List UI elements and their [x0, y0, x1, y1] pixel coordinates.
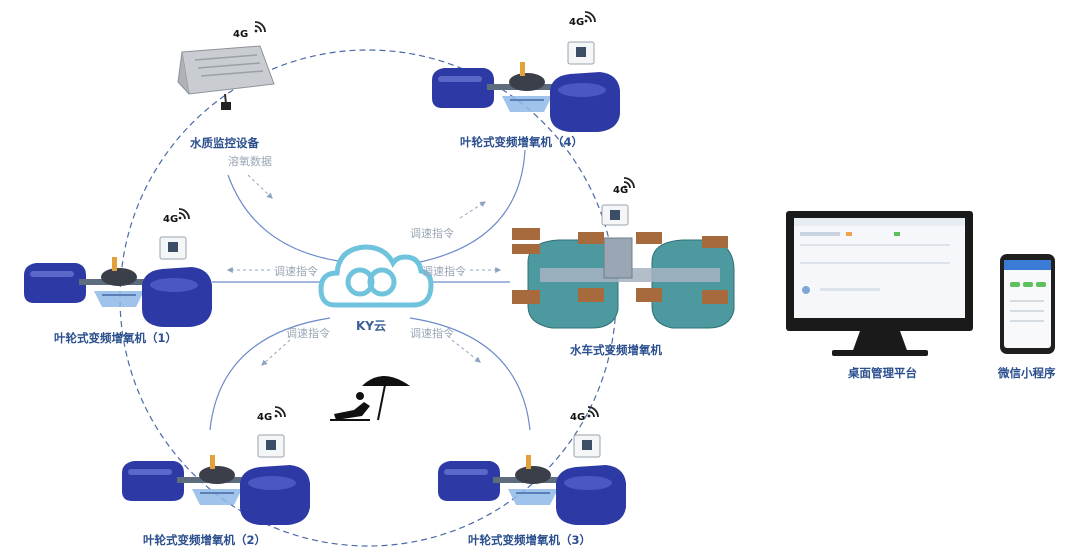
- aerator-1-device: [23, 208, 213, 328]
- leisure-icon: [330, 376, 410, 421]
- arrow-speed-aerator3: [451, 339, 481, 363]
- link-cloud-aerator3: [409, 317, 531, 431]
- waterwheel-label: 水车式变频增氧机: [570, 343, 662, 357]
- monitor-label: 水质监控设备: [190, 136, 259, 150]
- wifi-icon: [586, 406, 599, 419]
- aerator-1-label: 叶轮式变频增氧机（1）: [54, 331, 178, 345]
- aerator-4-label: 叶轮式变频增氧机（4）: [460, 135, 584, 149]
- desktop-label: 桌面管理平台: [848, 366, 917, 380]
- aerator-2-device: [121, 406, 311, 526]
- phone-icon: [1000, 254, 1055, 354]
- link-cloud-aerator4: [419, 149, 526, 263]
- cloud-label: KY云: [356, 319, 386, 333]
- aerator-4-device: [431, 11, 621, 133]
- wifi-icon: [583, 11, 596, 24]
- desktop-monitor-icon: [786, 211, 973, 356]
- signal-badge: 4G: [613, 185, 628, 196]
- aerator-2-label: 叶轮式变频增氧机（2）: [143, 533, 267, 547]
- wifi-icon: [273, 406, 286, 419]
- aerator-3-device: [437, 406, 627, 526]
- mini-program-label: 微信小程序: [998, 366, 1056, 380]
- wifi-icon: [253, 21, 266, 34]
- signal-badge: 4G: [570, 412, 585, 423]
- edge-label-oxygen-data: 溶氧数据: [228, 155, 272, 168]
- signal-badge: 4G: [257, 412, 272, 423]
- arrow-speed-aerator2: [261, 339, 291, 366]
- wifi-icon: [177, 208, 190, 221]
- water-monitor-device: [177, 21, 275, 110]
- signal-badge: 4G: [163, 214, 178, 225]
- edge-label-speed-aerator4: 调速指令: [410, 227, 454, 240]
- edge-label-speed-aerator2: 调速指令: [286, 327, 330, 340]
- waterwheel-aerator-device: [512, 177, 735, 329]
- edge-label-speed-aerator3: 调速指令: [410, 327, 454, 340]
- ky-cloud-icon: [318, 244, 434, 308]
- signal-badge: 4G: [569, 17, 584, 28]
- link-cloud-aerator2: [209, 317, 331, 431]
- aerator-3-label: 叶轮式变频增氧机（3）: [468, 533, 592, 547]
- arrow-oxygen-data: [247, 174, 273, 199]
- signal-badge: 4G: [233, 29, 248, 40]
- edge-label-speed-aerator1: 调速指令: [274, 265, 318, 278]
- link-monitor-cloud: [227, 174, 346, 263]
- arrow-speed-aerator4: [459, 201, 487, 219]
- edge-label-speed-waterwheel: 调速指令: [422, 265, 466, 278]
